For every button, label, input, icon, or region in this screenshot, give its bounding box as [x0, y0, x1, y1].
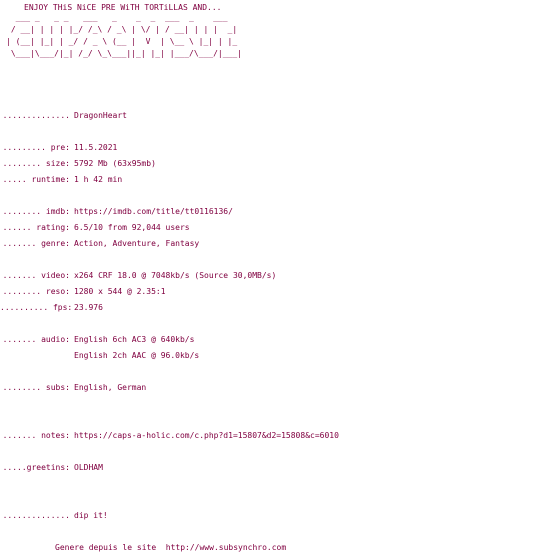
info-separator: [70, 252, 74, 268]
info-row: ....... genre: Action, Adventure, Fantasy: [0, 236, 560, 252]
info-label: [0, 124, 70, 140]
info-separator: [70, 316, 74, 332]
info-value: English, German: [74, 383, 147, 392]
info-row: [0, 412, 560, 428]
info-row: ........ imdb: https://imdb.com/title/tt0…: [0, 204, 560, 220]
info-separator: [70, 396, 74, 412]
info-separator: [70, 412, 74, 428]
info-value: x264 CRF 18.0 @ 7048kb/s (Source 30,0MB/…: [74, 271, 277, 280]
info-value: https://caps-a-holic.com/c.php?d1=15807&…: [74, 431, 339, 440]
info-row: ........ reso: 1280 x 544 @ 2.35:1: [0, 284, 560, 300]
info-label: [0, 412, 70, 428]
info-row: ....... video: x264 CRF 18.0 @ 7048kb/s (…: [0, 268, 560, 284]
info-row: [0, 316, 560, 332]
info-row: ....... notes: https://caps-a-holic.com/c…: [0, 428, 560, 444]
info-row: English 2ch AAC @ 96.0kb/s: [0, 348, 560, 364]
info-separator: [70, 188, 74, 204]
info-label: [0, 252, 70, 268]
info-separator: [70, 492, 74, 508]
info-label: ........ subs:: [2, 383, 70, 392]
info-label: ........ size:: [2, 159, 70, 168]
info-label: [0, 316, 70, 332]
footer-text: Genere depuis le site http://www.subsync…: [55, 543, 287, 552]
info-label: ....... notes:: [2, 431, 70, 440]
info-separator: [70, 444, 74, 460]
info-row: .............. DragonHeart: [0, 108, 560, 124]
info-row: [0, 188, 560, 204]
info-value: dip it!: [74, 511, 108, 520]
info-row: [0, 124, 560, 140]
info-separator: [70, 124, 74, 140]
info-label: [0, 492, 70, 508]
info-label: ..... runtime:: [2, 175, 70, 184]
header-title: ENJOY THiS NiCE PRE WiTH TORTiLLAS AND..…: [24, 3, 222, 12]
info-value: 6.5/10 from 92,044 users: [74, 223, 190, 232]
info-label: ..............: [2, 111, 70, 120]
info-value: 11.5.2021: [74, 143, 118, 152]
info-value: https://imdb.com/title/tt0116136/: [74, 207, 233, 216]
info-value: 5792 Mb (63x95mb): [74, 159, 156, 168]
info-label: ......... pre:: [2, 143, 70, 152]
info-separator: [70, 364, 74, 380]
info-row: [0, 252, 560, 268]
info-row: [0, 396, 560, 412]
info-value: English 2ch AAC @ 96.0kb/s: [74, 351, 200, 360]
info-row: ....... audio: English 6ch AC3 @ 640kb/s: [0, 332, 560, 348]
info-label: ....... video:: [2, 271, 70, 280]
info-value: 1 h 42 min: [74, 175, 123, 184]
info-label: [0, 444, 70, 460]
info-row: [0, 364, 560, 380]
info-value: OLDHAM: [74, 463, 103, 472]
info-label: ........ imdb:: [2, 207, 70, 216]
info-row: ..... runtime: 1 h 42 min: [0, 172, 560, 188]
info-value: English 6ch AC3 @ 640kb/s: [74, 335, 195, 344]
info-label: ...... rating:: [2, 223, 70, 232]
info-label: ........ reso:: [2, 287, 70, 296]
info-row: ...... rating: 6.5/10 from 92,044 users: [0, 220, 560, 236]
info-label: ....... audio:: [2, 335, 70, 344]
info-row: [0, 476, 560, 492]
info-label: [0, 348, 70, 364]
info-value: DragonHeart: [74, 111, 127, 120]
info-label: ..............: [2, 511, 70, 520]
info-value: Action, Adventure, Fantasy: [74, 239, 200, 248]
info-row: .............. dip it!: [0, 508, 560, 524]
info-rows: .............. DragonHeart ......... pre: 1…: [0, 108, 560, 524]
ascii-art-logo: ___ _ _ _ ___ _ _ _ ___ _ ___ / __| | | …: [6, 13, 243, 58]
info-row: ......... pre: 11.5.2021: [0, 140, 560, 156]
info-label: ....... genre:: [2, 239, 70, 248]
info-row: [0, 492, 560, 508]
info-separator: [70, 476, 74, 492]
info-value: 1280 x 544 @ 2.35:1: [74, 287, 166, 296]
info-row: .......... fps:23.976: [0, 300, 560, 316]
info-row: ........ subs: English, German: [0, 380, 560, 396]
info-label: [0, 188, 70, 204]
info-label: .......... fps:: [0, 303, 73, 312]
info-row: [0, 444, 560, 460]
info-row: ........ size: 5792 Mb (63x95mb): [0, 156, 560, 172]
info-value: 23.976: [74, 303, 103, 312]
info-row: .....greetins: OLDHAM: [0, 460, 560, 476]
info-label: .....greetins:: [2, 463, 70, 472]
info-label: [0, 396, 70, 412]
info-label: [0, 476, 70, 492]
info-label: [0, 364, 70, 380]
